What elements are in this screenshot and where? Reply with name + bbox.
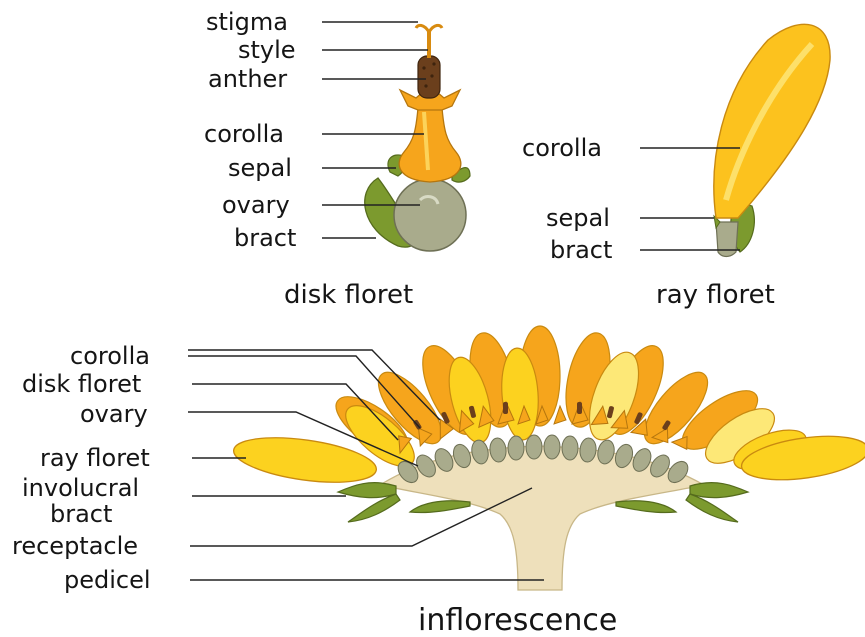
caption-ray-floret: ray floret: [656, 280, 775, 310]
disk-floret-ovary-shape: [394, 179, 466, 251]
ray-floret-ovary-shape: [716, 222, 738, 257]
label-infl-disk-floret: disk floret: [22, 370, 141, 398]
disk-floret-illustration: [365, 25, 470, 251]
label-infl-corolla: corolla: [70, 342, 150, 370]
disk-floret-corolla-shape: [399, 108, 461, 182]
inflorescence-illustration: [231, 326, 865, 590]
caption-inflorescence: inflorescence: [418, 603, 617, 637]
label-ray-corolla: corolla: [522, 134, 602, 162]
label-involucral-line1: involucral: [22, 474, 139, 502]
ray-floret-illustration: [714, 24, 830, 256]
label-stigma: stigma: [206, 8, 288, 36]
label-involucral-line2: bract: [50, 500, 112, 528]
label-ray-sepal: sepal: [546, 204, 610, 232]
label-pedicel: pedicel: [64, 566, 151, 594]
disk-floret-stigma-shape: [416, 25, 442, 32]
label-style: style: [238, 36, 296, 64]
label-ray-bract: bract: [550, 236, 612, 264]
label-infl-ray-floret: ray floret: [40, 444, 150, 472]
label-disk-corolla: corolla: [204, 120, 284, 148]
label-disk-ovary: ovary: [222, 191, 290, 219]
disk-floret-anther-shape: [418, 56, 440, 98]
label-infl-ovary: ovary: [80, 400, 148, 428]
caption-disk-floret: disk floret: [284, 280, 413, 310]
label-anther: anther: [208, 65, 287, 93]
label-disk-bract: bract: [234, 224, 296, 252]
label-receptacle: receptacle: [12, 532, 138, 560]
label-disk-sepal: sepal: [228, 154, 292, 182]
